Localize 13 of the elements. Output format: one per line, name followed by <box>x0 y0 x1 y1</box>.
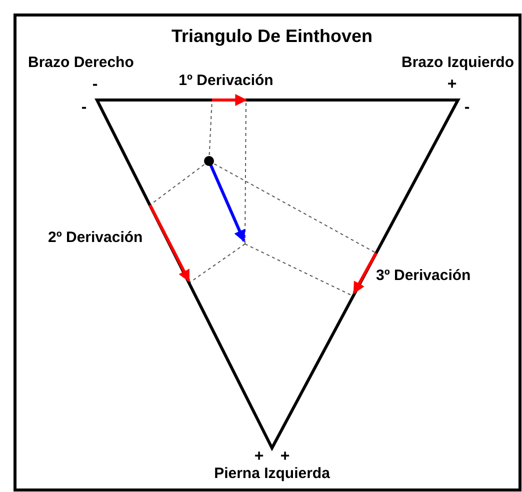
polarity-sign: - <box>81 100 87 116</box>
limb-label: Pierna Izquierda <box>214 466 330 481</box>
lead-label: 3º Derivación <box>376 268 471 283</box>
limb-label: Brazo Derecho <box>28 55 134 70</box>
polarity-sign: + <box>280 449 290 465</box>
polarity-sign: - <box>464 100 470 116</box>
lead-label: 2º Derivación <box>48 230 143 245</box>
polarity-sign: + <box>447 77 457 93</box>
polarity-sign: + <box>254 449 264 465</box>
lead-label: 1º Derivación <box>178 73 274 88</box>
title: Triangulo De Einthoven <box>172 27 372 45</box>
limb-label: Brazo Izquierdo <box>401 55 514 70</box>
polarity-sign: - <box>92 77 98 93</box>
